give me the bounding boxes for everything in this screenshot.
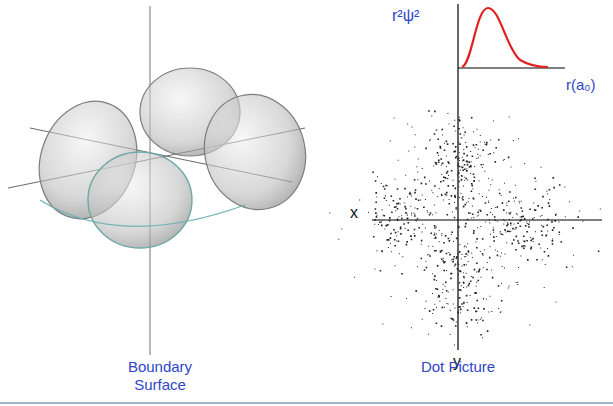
orbital-lobe	[192, 83, 319, 221]
lobe-edge	[40, 200, 245, 226]
panel-caption: Boundary Surface	[110, 358, 210, 394]
panel-caption: Dot Picture	[418, 358, 498, 376]
axis-title: r(a₀)	[566, 76, 596, 94]
orbital-lobe	[88, 152, 192, 248]
axis-title: r²ψ²	[392, 6, 419, 25]
probability-dots	[329, 110, 601, 345]
radial-curve	[462, 8, 548, 67]
bottom-rule	[0, 402, 613, 404]
axis-line	[458, 67, 565, 68]
axis-line	[372, 219, 602, 220]
axis-label: x	[350, 203, 358, 222]
axis-line	[457, 4, 458, 350]
